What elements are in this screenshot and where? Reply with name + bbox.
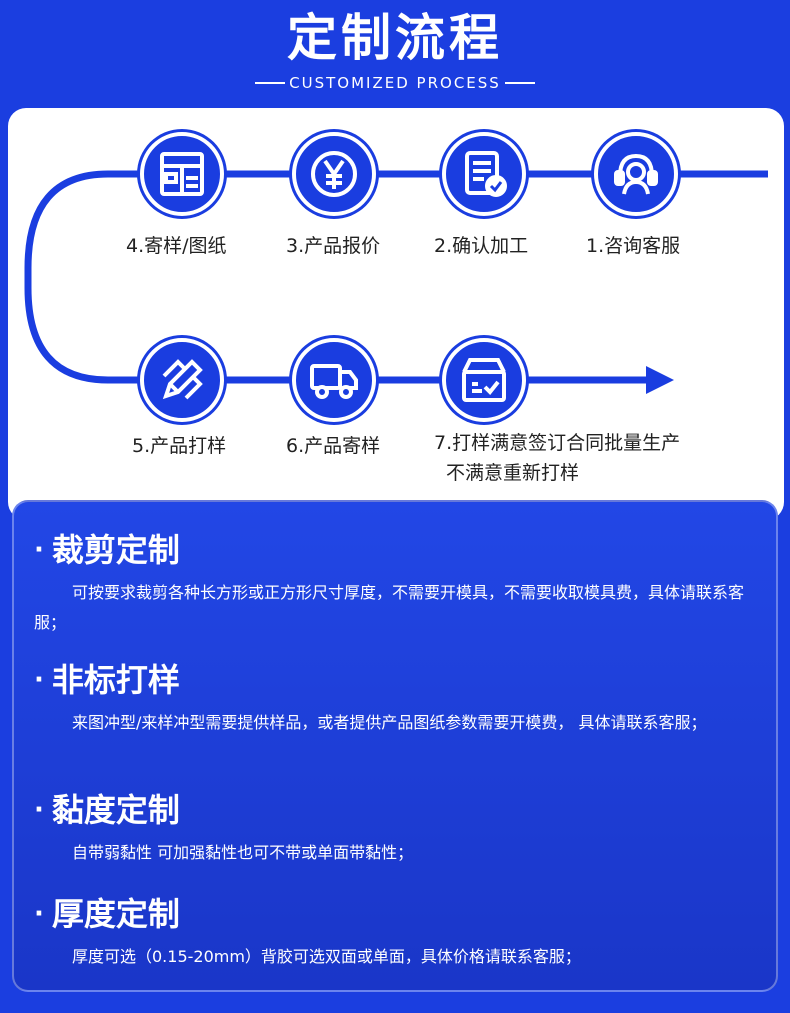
section-body: 自带弱黏性 可加强黏性也可不带或单面带黏性； <box>72 843 414 862</box>
page-title: 定制流程 <box>287 9 503 67</box>
section-body: 可按要求裁剪各种长方形或正方形尺寸厚度，不需要开模具，不需要收取模具费，具体请联… <box>34 583 745 632</box>
section-body: 来图冲型/来样冲型需要提供样品，或者提供产品图纸参数需要开模费， 具体请联系客服… <box>72 713 707 732</box>
section-thickness-custom: · 厚度定制 厚度可选（0.15-20mm）背胶可选双面或单面，具体价格请联系客… <box>34 894 764 972</box>
subtitle-row: CUSTOMIZED PROCESS <box>0 72 790 94</box>
section-title: 非标打样 <box>51 661 180 699</box>
section-cut-custom: · 裁剪定制 可按要求裁剪各种长方形或正方形尺寸厚度，不需要开模具，不需要收取模… <box>34 530 764 638</box>
step-label-7-line1: 7.打样满意签订合同批量生产 <box>434 432 681 454</box>
flow-line <box>24 170 768 384</box>
subtitle-line-left <box>255 82 286 84</box>
step-label-3: 3.产品报价 <box>286 235 381 257</box>
step-label-5: 5.产品打样 <box>132 435 227 457</box>
process-card: 4.寄样/图纸 3.产品报价 2.确认加工 1.咨询客服 <box>8 108 784 520</box>
flow-arrowhead <box>646 366 674 394</box>
section-title: 厚度定制 <box>51 895 180 933</box>
box-check-icon <box>442 338 526 422</box>
bullet-dot: · <box>34 899 44 929</box>
section-nonstandard-sample: · 非标打样 来图冲型/来样冲型需要提供样品，或者提供产品图纸参数需要开模费， … <box>34 660 764 738</box>
flow-path <box>24 170 768 394</box>
bullet-dot: · <box>34 795 44 825</box>
checklist-icon <box>442 132 526 216</box>
yen-icon <box>292 132 376 216</box>
section-body: 厚度可选（0.15-20mm）背胶可选双面或单面，具体价格请联系客服； <box>72 947 581 966</box>
headset-icon <box>594 132 678 216</box>
step-label-4: 4.寄样/图纸 <box>126 235 227 257</box>
bullet-dot: · <box>34 535 44 565</box>
section-title: 黏度定制 <box>51 791 180 829</box>
step-label-2: 2.确认加工 <box>434 235 529 257</box>
step-label-6: 6.产品寄样 <box>286 435 381 457</box>
step-label-7-line2: 不满意重新打样 <box>446 462 580 484</box>
layout-icon <box>140 132 224 216</box>
truck-icon <box>292 338 376 422</box>
page-header: 定制流程 CUSTOMIZED PROCESS <box>0 0 790 110</box>
info-card: · 裁剪定制 可按要求裁剪各种长方形或正方形尺寸厚度，不需要开模具，不需要收取模… <box>12 500 778 992</box>
bullet-dot: · <box>34 665 44 695</box>
step-label-1: 1.咨询客服 <box>586 235 681 257</box>
section-title: 裁剪定制 <box>51 531 180 569</box>
subtitle-line-right <box>504 82 535 84</box>
step-label-7: 7.打样满意签订合同批量生产 不满意重新打样 <box>434 428 774 488</box>
pencil-ruler-icon <box>140 338 224 422</box>
section-viscosity-custom: · 黏度定制 自带弱黏性 可加强黏性也可不带或单面带黏性； <box>34 790 764 868</box>
page-subtitle: CUSTOMIZED PROCESS <box>289 74 501 92</box>
